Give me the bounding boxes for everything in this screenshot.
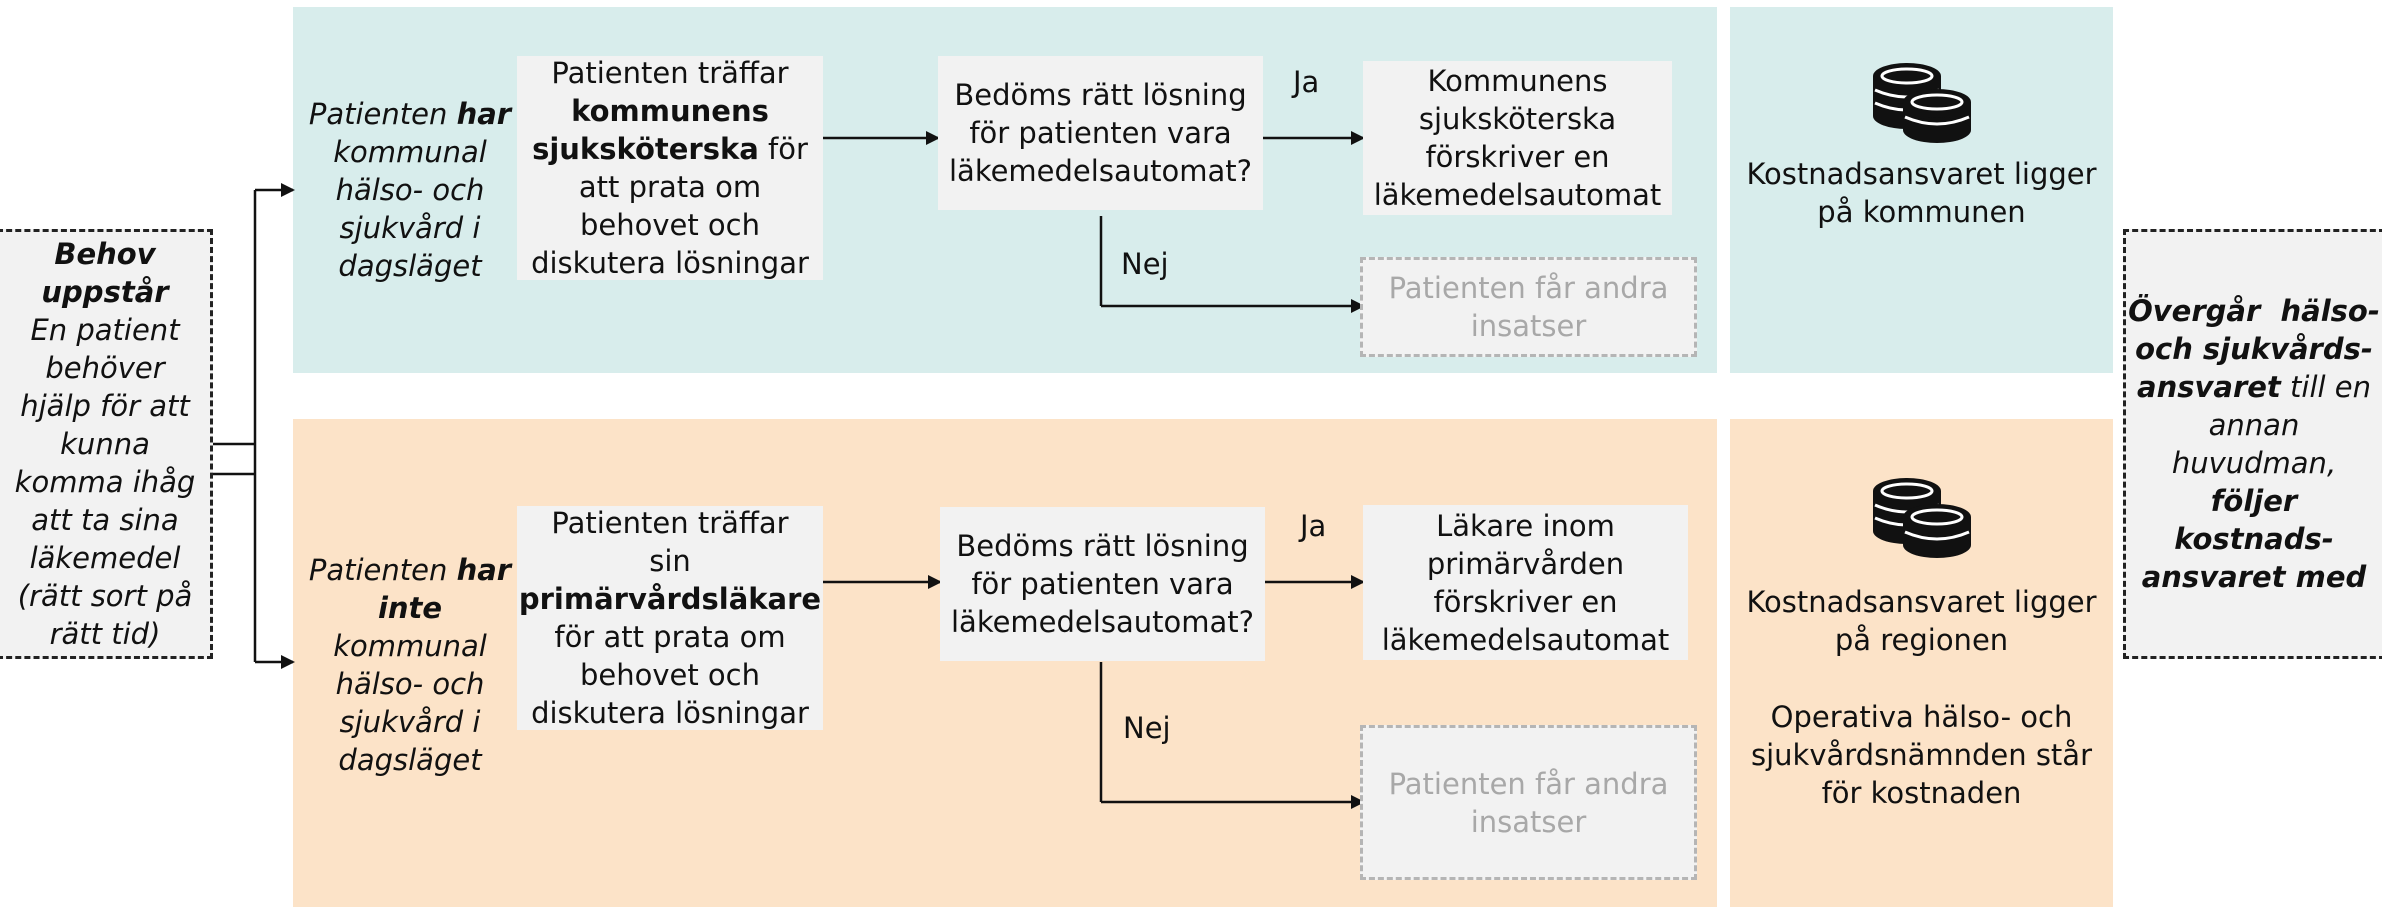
bottom-yes-label: Ja bbox=[1300, 509, 1327, 543]
top-meeting-box: Patienten träffar kommunens sjukskötersk… bbox=[517, 56, 823, 280]
top-question-l2: för patienten vara bbox=[969, 116, 1232, 150]
bottom-no-l1: Patienten får andra bbox=[1388, 766, 1669, 801]
top-status-line-3: sjukvård i bbox=[339, 211, 481, 245]
bottom-cost-note: Operativa hälso- och sjukvårdsnämnden st… bbox=[1730, 698, 2113, 812]
transfer-line-4: annan bbox=[2208, 408, 2300, 442]
top-meet-b2: sjuksköterska bbox=[532, 132, 759, 166]
top-meet-l1: Patienten träffar bbox=[551, 56, 789, 90]
transfer-line-7: ansvaret med bbox=[2141, 560, 2367, 594]
top-status-text: Patienten har kommunal hälso- och sjukvå… bbox=[305, 94, 515, 286]
bottom-status-line-2: hälso- och bbox=[335, 667, 485, 701]
bottom-status-text: Patienten har inte kommunal hälso- och s… bbox=[305, 550, 515, 780]
transfer-line-6: följer kostnads- bbox=[2174, 484, 2334, 556]
need-desc-8: (rätt sort på bbox=[17, 579, 193, 613]
top-yes-l3: förskriver en bbox=[1425, 140, 1610, 174]
bottom-meet-l4: behovet och bbox=[579, 658, 761, 692]
bottom-status-line-1: kommunal bbox=[333, 629, 487, 663]
bottom-status-bold2: inte bbox=[377, 591, 443, 625]
top-yes-l4: läkemedelsautomat bbox=[1373, 178, 1662, 212]
bottom-yes-box: Läkare inom primärvården förskriver en l… bbox=[1363, 505, 1688, 660]
top-no-l1: Patienten får andra bbox=[1388, 271, 1669, 305]
bottom-meet-l1: Patienten träffar bbox=[551, 506, 789, 540]
top-no-label: Nej bbox=[1121, 247, 1169, 281]
need-desc-9: rätt tid) bbox=[49, 617, 161, 651]
top-meet-l4: behovet och bbox=[579, 208, 761, 242]
top-cost-l2: på kommunen bbox=[1817, 195, 2026, 229]
top-question-l1: Bedöms rätt lösning bbox=[954, 78, 1247, 112]
top-status-line-2: hälso- och bbox=[335, 173, 485, 207]
transfer-line-1: Övergår hälso- bbox=[2128, 294, 2380, 328]
bottom-status-line-3: sjukvård i bbox=[339, 705, 481, 739]
transfer-line-3b: till en bbox=[2280, 370, 2371, 404]
top-question-box: Bedöms rätt lösning för patienten vara l… bbox=[938, 56, 1263, 210]
bottom-question-l3: läkemedelsautomat? bbox=[951, 605, 1254, 639]
need-desc-1: En patient bbox=[30, 313, 180, 347]
need-title-1: Behov bbox=[54, 237, 156, 271]
top-meet-b1: kommunens bbox=[571, 94, 769, 128]
top-no-l2: insatser bbox=[1470, 309, 1587, 343]
bottom-status-line-4: dagsläget bbox=[338, 743, 482, 777]
bottom-cost2-l2: sjukvårdsnämnden står bbox=[1750, 738, 2092, 772]
bottom-question-l2: för patienten vara bbox=[971, 567, 1234, 601]
bottom-no-label: Nej bbox=[1123, 711, 1171, 745]
bottom-meet-l2: sin bbox=[649, 544, 691, 578]
top-no-box: Patienten får andra insatser bbox=[1360, 257, 1697, 357]
bottom-meet-b1: primärvårdsläkare bbox=[518, 582, 822, 616]
transfer-line-2: och sjukvårds- bbox=[2135, 332, 2373, 366]
bottom-meet-l3: för att prata om bbox=[554, 620, 786, 654]
transfer-line-5: huvudman, bbox=[2171, 446, 2337, 480]
bottom-question-l1: Bedöms rätt lösning bbox=[956, 529, 1249, 563]
bottom-cost-l1: Kostnadsansvaret ligger bbox=[1746, 585, 2097, 619]
top-status-line-1: kommunal bbox=[333, 135, 487, 169]
bottom-yes-l3: förskriver en bbox=[1433, 584, 1618, 619]
transfer-line-3a: ansvaret bbox=[2137, 370, 2281, 404]
top-yes-l1: Kommunens bbox=[1427, 64, 1608, 98]
bottom-cost-l2: på regionen bbox=[1834, 623, 2009, 657]
bottom-yes-l2: primärvården bbox=[1426, 546, 1625, 581]
need-title-2: uppstår bbox=[41, 275, 169, 309]
bottom-meet-l5: diskutera lösningar bbox=[531, 696, 809, 730]
bottom-cost-text: Kostnadsansvaret ligger på regionen bbox=[1730, 583, 2113, 659]
need-desc-6: att ta sina bbox=[31, 503, 179, 537]
bottom-cost2-l1: Operativa hälso- och bbox=[1770, 700, 2073, 734]
bottom-yes-l1: Läkare inom bbox=[1436, 508, 1615, 543]
top-meet-l3: att prata om bbox=[578, 170, 762, 204]
top-cost-text: Kostnadsansvaret ligger på kommunen bbox=[1730, 155, 2113, 231]
bottom-meeting-box: Patienten träffar sin primärvårdsläkare … bbox=[517, 506, 823, 730]
top-yes-box: Kommunens sjuksköterska förskriver en lä… bbox=[1363, 61, 1672, 215]
need-desc-2: behöver bbox=[45, 351, 165, 385]
coins-icon bbox=[1873, 478, 1971, 558]
need-desc-3: hjälp för att bbox=[20, 389, 190, 423]
bottom-status-bold1: har bbox=[456, 553, 512, 587]
bottom-no-l2: insatser bbox=[1470, 804, 1587, 839]
need-desc-7: läkemedel bbox=[29, 541, 181, 575]
bottom-no-box: Patienten får andra insatser bbox=[1360, 725, 1697, 880]
top-status-pre: Patienten bbox=[308, 97, 457, 131]
top-status-bold: har bbox=[456, 97, 512, 131]
top-cost-l1: Kostnadsansvaret ligger bbox=[1746, 157, 2097, 191]
top-yes-l2: sjuksköterska bbox=[1418, 102, 1617, 136]
top-meet-l5: diskutera lösningar bbox=[531, 246, 809, 280]
responsibility-transfer-box: Övergår hälso- och sjukvårds- ansvaret t… bbox=[2123, 229, 2382, 659]
bottom-yes-l4: läkemedelsautomat bbox=[1381, 622, 1670, 657]
need-desc-4: kunna bbox=[60, 427, 150, 461]
top-yes-label: Ja bbox=[1293, 65, 1320, 99]
bottom-status-pre: Patienten bbox=[308, 553, 457, 587]
bottom-question-box: Bedöms rätt lösning för patienten vara l… bbox=[940, 507, 1265, 661]
coins-icon bbox=[1873, 63, 1971, 143]
top-meet-b2-rest: för bbox=[758, 132, 808, 166]
bottom-cost2-l3: för kostnaden bbox=[1821, 776, 2022, 810]
need-arises-box: Behov uppstår En patient behöver hjälp f… bbox=[0, 229, 213, 659]
top-status-line-4: dagsläget bbox=[338, 249, 482, 283]
top-question-l3: läkemedelsautomat? bbox=[949, 154, 1252, 188]
need-desc-5: komma ihåg bbox=[14, 465, 196, 499]
